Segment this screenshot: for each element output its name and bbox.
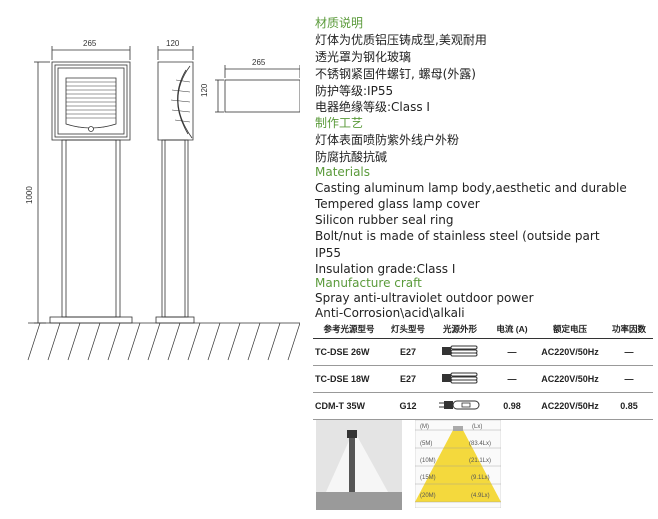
distance-label: (5M): [420, 441, 433, 447]
description-line: Insulation grade:Class I: [315, 262, 456, 276]
description-line: 透光罩为钢化玻璃: [315, 50, 412, 64]
column-header: 额定电压: [535, 321, 605, 339]
top-height-dimension: 120: [200, 83, 209, 97]
description-line: IP55: [315, 246, 342, 260]
table-row: CDM-T 35W G12 0.98 AC220V/50Hz 0.85: [313, 392, 653, 420]
installation-illustration: [316, 420, 402, 510]
table-row: TC-DSE 26W E27 — AC220V/50Hz —: [313, 338, 653, 366]
description-line: 灯体表面喷防紫外线户外粉: [315, 133, 460, 147]
lamp-shape-cell: [431, 338, 489, 366]
description-line: 灯体为优质铝压铸成型,美观耐用: [315, 33, 487, 47]
side-width-dimension: 120: [166, 39, 180, 48]
voltage-cell: AC220V/50Hz: [535, 338, 605, 366]
metal-halide-icon: [439, 400, 480, 410]
description-line: 不锈钢紧固件螺钉, 螺母(外露): [315, 67, 476, 81]
base-cell: E27: [385, 338, 431, 366]
lux-label: (4.9Lx): [471, 493, 490, 499]
power-factor-cell: 0.85: [605, 392, 653, 420]
current-cell: —: [489, 365, 535, 393]
lamp-shape-cell: [431, 392, 489, 420]
height-dimension: 1000: [25, 186, 34, 204]
lamp-shape-cell: [431, 365, 489, 393]
voltage-cell: AC220V/50Hz: [535, 392, 605, 420]
column-header: 参考光源型号: [313, 321, 385, 339]
power-factor-cell: —: [605, 338, 653, 366]
model-cell: TC-DSE 18W: [313, 365, 385, 393]
power-factor-cell: —: [605, 365, 653, 393]
voltage-cell: AC220V/50Hz: [535, 365, 605, 393]
lux-label: (21.1Lx): [469, 458, 492, 464]
column-header: 灯头型号: [385, 321, 431, 339]
description-line: Silicon rubber seal ring: [315, 213, 454, 227]
description-line: Spray anti-ultraviolet outdoor power: [315, 291, 534, 305]
description-line: Tempered glass lamp cover: [315, 197, 480, 211]
base-cell: G12: [385, 392, 431, 420]
description-line: 防腐抗酸抗碱: [315, 150, 388, 164]
description-line: 防护等级:IP55: [315, 84, 394, 98]
illuminance-diagram: [415, 420, 501, 508]
column-header: 电流 (A): [489, 321, 535, 339]
spiral-cfl-icon: [442, 345, 478, 357]
spiral-cfl-icon: [442, 372, 478, 384]
section-heading: 材质说明: [315, 16, 364, 30]
model-cell: CDM-T 35W: [313, 392, 385, 420]
distance-label: (M): [420, 424, 429, 430]
distance-label: (10M): [420, 458, 436, 464]
technical-drawing: [27, 46, 300, 361]
lux-label: (9.1Lx): [471, 475, 490, 481]
description-line: 电器绝缘等级:Class I: [315, 100, 430, 114]
current-cell: —: [489, 338, 535, 366]
description-line: Casting aluminum lamp body,aesthetic and…: [315, 181, 627, 195]
description-line: Anti-Corrosion\acid\alkali: [315, 306, 465, 320]
spec-table: 参考光源型号 灯头型号 光源外形 电流 (A) 额定电压 功率因数 TC-DSE…: [313, 321, 653, 420]
front-width-dimension: 265: [83, 39, 97, 48]
table-header-row: 参考光源型号 灯头型号 光源外形 电流 (A) 额定电压 功率因数: [313, 321, 653, 339]
current-cell: 0.98: [489, 392, 535, 420]
section-heading: Materials: [315, 165, 371, 179]
column-header: 光源外形: [431, 321, 489, 339]
model-cell: TC-DSE 26W: [313, 338, 385, 366]
description-line: Bolt/nut is made of stainless steel (out…: [315, 229, 600, 243]
section-heading: 制作工艺: [315, 116, 364, 130]
section-heading: Manufacture craft: [315, 276, 422, 290]
lux-label: (Lx): [472, 424, 483, 430]
distance-label: (15M): [420, 475, 436, 481]
column-header: 功率因数: [605, 321, 653, 339]
table-row: TC-DSE 18W E27 — AC220V/50Hz —: [313, 365, 653, 393]
top-width-dimension: 265: [252, 58, 266, 67]
distance-label: (20M): [420, 493, 436, 499]
base-cell: E27: [385, 365, 431, 393]
lux-label: (83.4Lx): [469, 441, 492, 447]
